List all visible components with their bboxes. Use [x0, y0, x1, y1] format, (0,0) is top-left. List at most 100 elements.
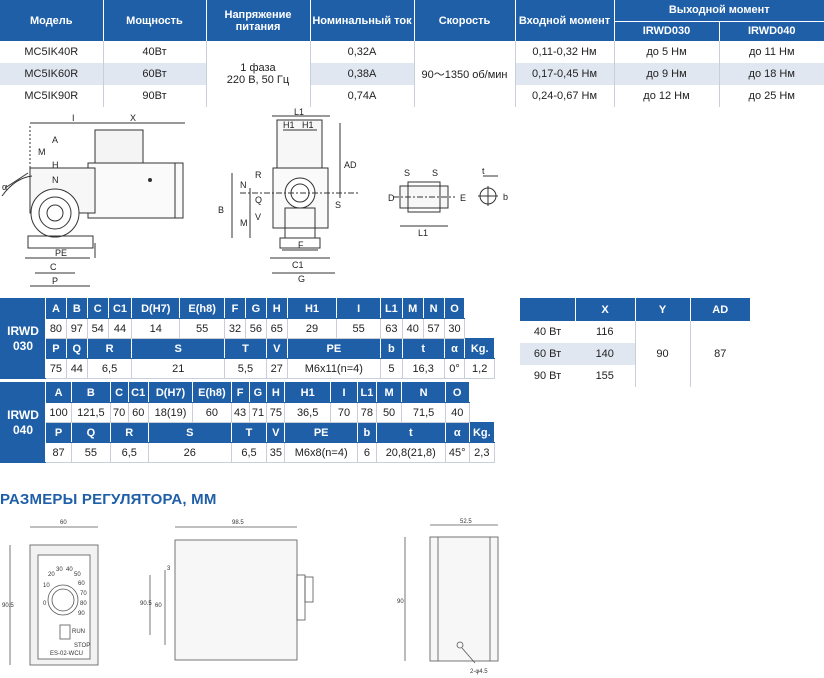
- model-cell: MC5IK60R: [0, 63, 103, 85]
- label-PE: PE: [55, 248, 67, 258]
- label-t: t: [482, 166, 485, 176]
- head-cell: V: [265, 338, 288, 359]
- label-AD: AD: [344, 160, 357, 170]
- dim-hole: 2-φ4.5: [470, 669, 488, 675]
- output040-cell: до 18 Нм: [718, 63, 824, 85]
- head-cell: I: [330, 382, 359, 403]
- value-cell: 44: [65, 358, 88, 379]
- value-cell: 6,5: [86, 358, 133, 379]
- dim-side-h2: 60: [155, 603, 162, 609]
- label-F: F: [298, 240, 304, 250]
- value-cell: 2,3: [468, 442, 496, 463]
- head-cell: P: [45, 338, 67, 359]
- xy-x: 155: [575, 365, 636, 387]
- label-C1: C1: [292, 260, 304, 270]
- head-cell: A: [45, 298, 67, 319]
- header-current: Номинальный ток: [309, 0, 414, 41]
- head-cell: H: [266, 382, 286, 403]
- dial-number: 80: [80, 601, 87, 607]
- value-cell: 75: [266, 402, 286, 423]
- xy-ad-table: X Y AD 40 Вт 116 90 87 60 Вт 140 90 Вт 1…: [520, 298, 750, 387]
- value-cell: M6x11(n=4): [286, 358, 381, 379]
- xy-x: 116: [575, 321, 636, 343]
- value-cell: 121,5: [71, 402, 111, 423]
- xy-x: 140: [575, 343, 636, 365]
- value-cell: 26: [147, 442, 232, 463]
- output040-cell: до 11 Нм: [718, 41, 824, 63]
- value-cell: M6x8(n=4): [284, 442, 359, 463]
- xy-row: 90 Вт 155: [520, 365, 750, 387]
- value-cell: 97: [65, 318, 88, 339]
- label-X: X: [130, 113, 136, 123]
- value-cell: 36,5: [284, 402, 332, 423]
- head-cell: Q: [65, 338, 88, 359]
- label-H1b: H1: [302, 120, 314, 130]
- head-cell: H1: [286, 298, 338, 319]
- head-cell: F: [230, 382, 250, 403]
- head-cell: C: [86, 298, 109, 319]
- dial-number: 10: [43, 583, 50, 589]
- input-torque-cell: 0,11-0,32 Нм: [514, 41, 614, 63]
- regulator-section-title: РАЗМЕРЫ РЕГУЛЯТОРА, ММ: [0, 491, 217, 508]
- label-M: M: [38, 147, 46, 157]
- head-cell: S: [131, 338, 226, 359]
- dial-number: 50: [74, 572, 81, 578]
- current-cell: 0,32A: [309, 41, 414, 63]
- shaft-drawing: [393, 175, 498, 227]
- head-cell: L1: [357, 382, 377, 403]
- header-input-torque: Входной момент: [514, 0, 614, 41]
- label-L1-shaft: L1: [418, 228, 428, 238]
- value-cell: 35: [266, 442, 286, 463]
- regulator-back-drawing: [404, 524, 499, 664]
- xy-header-row: X Y AD: [520, 298, 750, 321]
- xy-header-y: Y: [634, 298, 690, 321]
- head-cell: N: [422, 298, 445, 319]
- value-cell: 44: [107, 318, 133, 339]
- dim-back-w: 52.5: [460, 519, 472, 525]
- irwd040-label-line1: IRWD: [7, 407, 39, 422]
- xy-header-blank: [520, 298, 575, 321]
- head-cell: α: [444, 422, 470, 443]
- label-B: B: [218, 205, 224, 215]
- head-cell: PE: [286, 338, 381, 359]
- gearmotor-drawings: I X A M H N PE C P α L1 H1 H1 R AD S B N…: [1, 108, 508, 287]
- head-cell: M: [375, 382, 403, 403]
- label-N-front: N: [240, 180, 247, 190]
- head-cell: B: [71, 382, 111, 403]
- header-voltage: Напряжение питания: [205, 0, 310, 41]
- value-cell: 60: [192, 402, 232, 423]
- value-cell: 14: [131, 318, 181, 339]
- label-b: b: [503, 192, 508, 202]
- value-cell: 56: [244, 318, 267, 339]
- stop-label: STOP: [74, 643, 90, 649]
- voltage-line2: 220 В, 50 Гц: [226, 74, 290, 86]
- regulator-side-drawing: [149, 526, 314, 661]
- value-cell: 100: [44, 402, 73, 423]
- head-cell: t: [401, 338, 445, 359]
- speed-cell: 90～1350 об/мин: [413, 41, 515, 107]
- dial-number: 30: [56, 567, 63, 573]
- head-cell: b: [379, 338, 403, 359]
- value-cell: 6,5: [109, 442, 149, 463]
- value-cell: 29: [286, 318, 338, 339]
- output030-cell: до 12 Нм: [613, 85, 719, 107]
- head-cell: D(H7): [147, 382, 194, 403]
- regulator-front-drawing: [9, 526, 99, 666]
- value-cell: 20,8(21,8): [375, 442, 446, 463]
- value-cell: 63: [379, 318, 403, 339]
- dim-front-h: 90.5: [2, 603, 14, 609]
- dial-number: 90: [78, 611, 85, 617]
- dial-number: 40: [66, 567, 73, 573]
- value-cell: 54: [86, 318, 109, 339]
- value-cell: 78: [357, 402, 377, 423]
- side-view-drawing: [1, 122, 185, 287]
- head-cell: α: [443, 338, 466, 359]
- value-cell: 21: [131, 358, 226, 379]
- value-cell: 55: [179, 318, 226, 339]
- label-C: C: [50, 262, 57, 272]
- value-cell: 50: [375, 402, 403, 423]
- dial-number: 20: [48, 572, 55, 578]
